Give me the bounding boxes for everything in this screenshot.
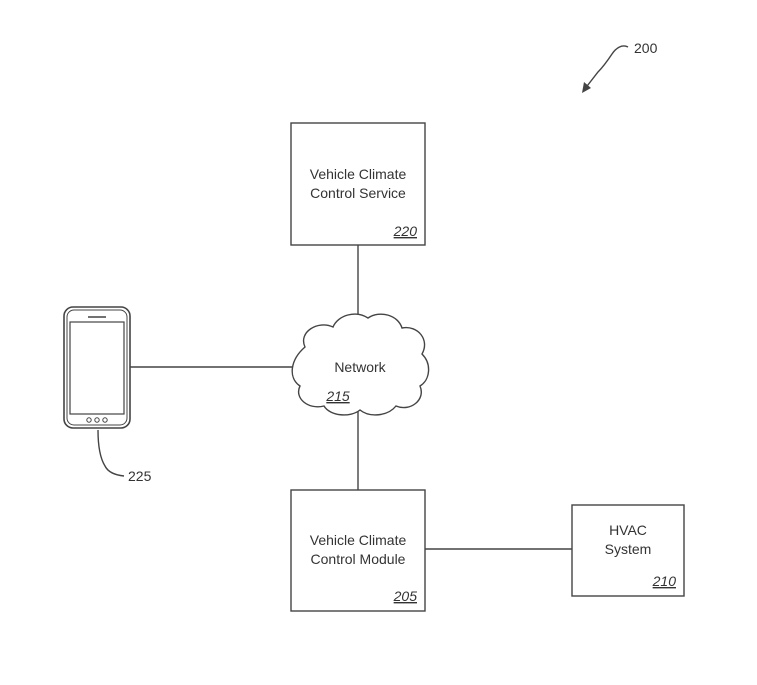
- phone-button-left: [86, 417, 92, 423]
- phone-button-center: [94, 417, 100, 423]
- service-label-line2: Control Service: [310, 185, 406, 201]
- network-cloud: Network 215: [291, 313, 430, 416]
- arrowhead-icon: [582, 82, 591, 93]
- cloud-icon: [291, 313, 430, 416]
- phone-inner-bezel: [66, 309, 128, 426]
- climate-control-module-box: Vehicle Climate Control Module 205: [290, 489, 426, 612]
- hvac-ref: 210: [652, 573, 677, 589]
- figure-number: 200: [634, 40, 658, 56]
- hvac-label-line2: System: [605, 541, 652, 557]
- mobile-phone-icon: [63, 306, 131, 429]
- module-label-line2: Control Module: [311, 551, 406, 567]
- phone-reference: 225: [97, 429, 152, 484]
- service-label-line1: Vehicle Climate: [310, 166, 407, 182]
- figure-reference: 200: [582, 40, 658, 93]
- climate-control-service-box: Vehicle Climate Control Service 220: [290, 122, 426, 246]
- module-ref: 205: [393, 588, 418, 604]
- hvac-system-box: HVAC System 210: [571, 504, 685, 597]
- figure-arrow-icon: [583, 45, 629, 91]
- hvac-label-line1: HVAC: [609, 522, 647, 538]
- phone-button-right: [102, 417, 108, 423]
- network-ref: 215: [325, 388, 350, 404]
- service-ref: 220: [393, 223, 418, 239]
- network-label: Network: [334, 359, 386, 375]
- phone-leader-line: [97, 429, 125, 477]
- phone-ref: 225: [128, 468, 152, 484]
- module-label-line1: Vehicle Climate: [310, 532, 407, 548]
- phone-screen: [69, 321, 125, 415]
